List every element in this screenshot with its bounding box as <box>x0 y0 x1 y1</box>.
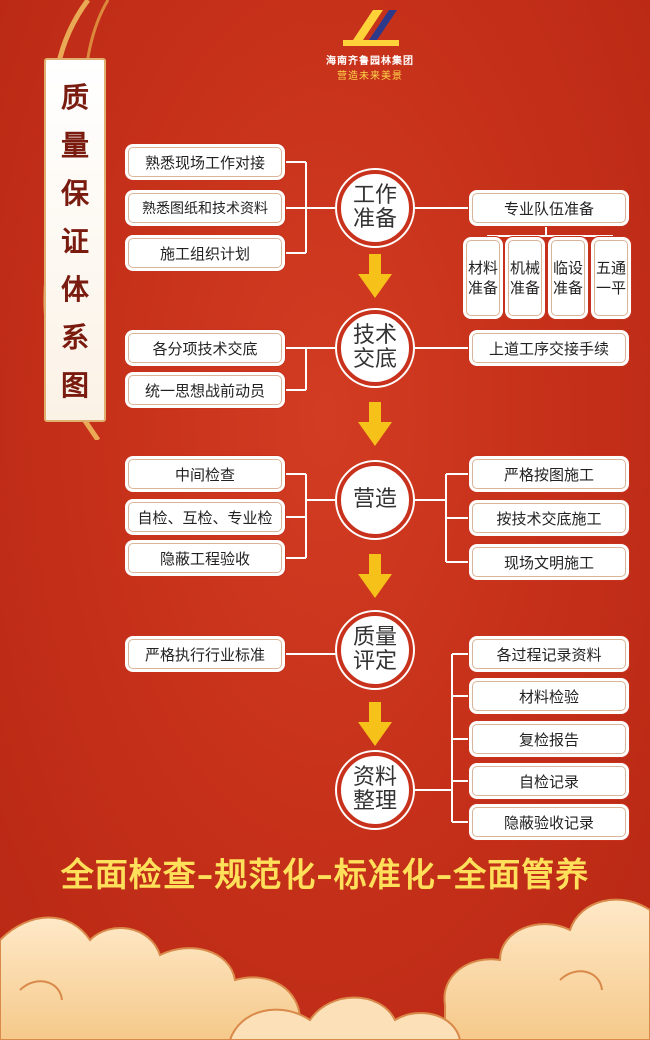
item-drawings-review: 熟悉图纸和技术资料 <box>128 193 282 223</box>
item-concealed-acceptance: 隐蔽工程验收 <box>128 543 282 573</box>
stage-label: 整理 <box>352 789 397 814</box>
item-self-check: 自检、互检、专业检 <box>128 502 282 532</box>
sub-label: 准备 <box>467 279 498 297</box>
company-name: 海南齐鲁园林集团 <box>326 56 414 67</box>
down-arrow-icon <box>358 702 392 746</box>
item-handover: 上道工序交接手续 <box>472 333 626 363</box>
cloud-decoration <box>0 898 650 1040</box>
company-slogan: 营造未来美景 <box>337 71 403 82</box>
item-industry-standard: 严格执行行业标准 <box>128 639 282 669</box>
item-construction-plan: 施工组织计划 <box>128 238 282 268</box>
item-machinery-prep: 机械准备 <box>508 240 542 316</box>
stage-work-prep: 工作准备 <box>337 170 413 246</box>
logo-mark-icon <box>343 10 399 46</box>
sub-label: 五通 <box>595 259 626 277</box>
stage-quality-assessment: 质量评定 <box>337 612 413 688</box>
sub-label: 临设 <box>552 259 583 277</box>
item-mobilization: 统一思想战前动员 <box>128 375 282 405</box>
title-char: 质 <box>60 81 89 114</box>
sub-label: 准备 <box>552 279 583 297</box>
sub-label: 准备 <box>509 279 540 297</box>
stage-label: 准备 <box>352 207 397 232</box>
stage-label: 技术 <box>352 323 397 348</box>
sub-label: 材料 <box>467 259 498 277</box>
bottom-slogan: 全面检查–规范化–标准化–全面管养 <box>60 855 590 894</box>
down-arrow-icon <box>358 554 392 598</box>
stage-label: 评定 <box>352 649 397 674</box>
stage-label: 营造 <box>352 487 397 512</box>
title-char: 体 <box>60 273 89 306</box>
company-logo: 海南齐鲁园林集团 营造未来美景 <box>300 6 440 96</box>
stage-tech-briefing: 技术交底 <box>337 310 413 386</box>
item-retest-report: 复检报告 <box>472 724 626 754</box>
stage-label: 交底 <box>352 347 397 372</box>
item-civilized-site: 现场文明施工 <box>472 547 626 577</box>
title-char: 图 <box>60 369 89 402</box>
title-char: 系 <box>60 321 89 354</box>
item-tech-briefing: 各分项技术交底 <box>128 333 282 363</box>
stage-construction: 营造 <box>337 462 413 538</box>
stage-label: 质量 <box>352 625 397 650</box>
item-material-testing: 材料检验 <box>472 681 626 711</box>
item-interim-inspection: 中间检查 <box>128 459 282 489</box>
title-char: 证 <box>60 225 89 258</box>
down-arrow-icon <box>358 402 392 446</box>
down-arrow-icon <box>358 254 392 298</box>
title-char: 保 <box>60 177 89 210</box>
sub-label: 一平 <box>595 279 626 297</box>
item-team-prep: 专业队伍准备 <box>472 193 626 223</box>
item-build-per-drawing: 严格按图施工 <box>472 459 626 489</box>
title-char: 量 <box>60 129 89 162</box>
item-concealed-record: 隐蔽验收记录 <box>472 807 626 837</box>
item-utilities-prep: 五通一平 <box>594 240 628 316</box>
sub-label: 机械 <box>509 259 540 277</box>
title-panel: 质 量 保 证 体 系 图 <box>44 58 106 422</box>
item-process-records: 各过程记录资料 <box>472 639 626 669</box>
item-build-per-briefing: 按技术交底施工 <box>472 503 626 533</box>
item-temp-facility-prep: 临设准备 <box>551 240 585 316</box>
item-site-familiarization: 熟悉现场工作对接 <box>128 147 282 177</box>
stage-label: 资料 <box>352 765 397 790</box>
stage-document-organization: 资料整理 <box>337 752 413 828</box>
item-self-check-record: 自检记录 <box>472 766 626 796</box>
stage-label: 工作 <box>352 183 397 208</box>
item-material-prep: 材料准备 <box>466 240 500 316</box>
